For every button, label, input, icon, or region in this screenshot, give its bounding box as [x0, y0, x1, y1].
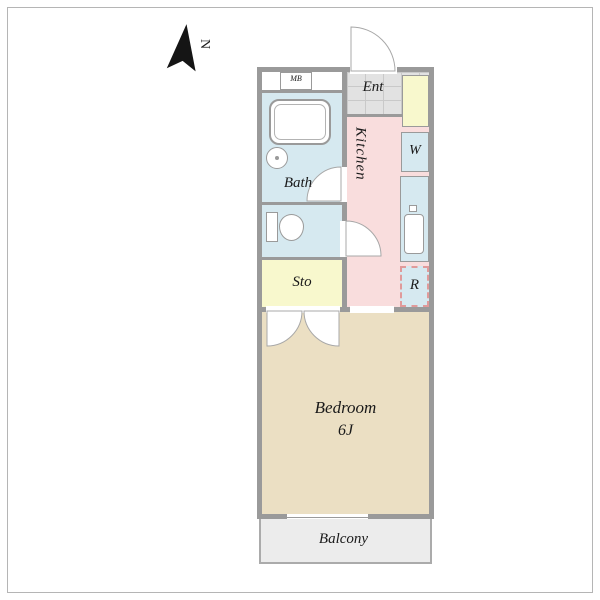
refrigerator-space	[400, 266, 429, 307]
balcony-sliding-window	[287, 514, 368, 519]
kitchen-bedroom-opening	[350, 306, 394, 313]
kitchen-sink	[404, 214, 424, 254]
closet-door-opening	[266, 306, 340, 313]
image-border	[7, 7, 593, 593]
storage-closet	[262, 260, 342, 307]
faucet-icon	[409, 205, 417, 212]
bathroom	[262, 93, 342, 202]
shoe-cabinet	[402, 75, 429, 127]
toilet-door-opening	[340, 221, 347, 257]
bath-door-opening	[340, 167, 347, 202]
wash-basin	[266, 147, 288, 169]
bathtub	[269, 99, 331, 145]
toilet-bowl	[279, 214, 304, 241]
toilet-room	[262, 205, 342, 257]
toilet-tank	[266, 212, 278, 242]
entrance-door-opening	[350, 65, 397, 74]
kitchen-counter	[400, 176, 429, 262]
bedroom-area	[262, 312, 429, 514]
washer-space	[401, 132, 429, 172]
meter-box	[280, 72, 312, 90]
balcony-area	[259, 519, 432, 564]
